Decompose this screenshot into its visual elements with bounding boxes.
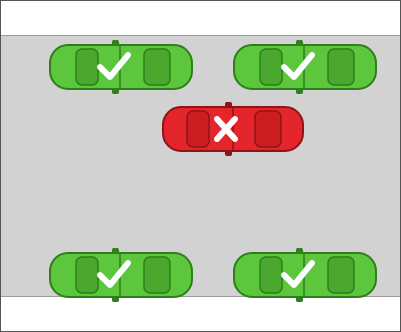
- car-body: [163, 102, 303, 156]
- car-bottom-left-allowed: [46, 247, 196, 303]
- car-top-right-allowed: [230, 39, 380, 95]
- car-top-left-allowed: [46, 39, 196, 95]
- car-bottom-right-allowed: [230, 247, 380, 303]
- car-middle-not-allowed: [159, 101, 307, 157]
